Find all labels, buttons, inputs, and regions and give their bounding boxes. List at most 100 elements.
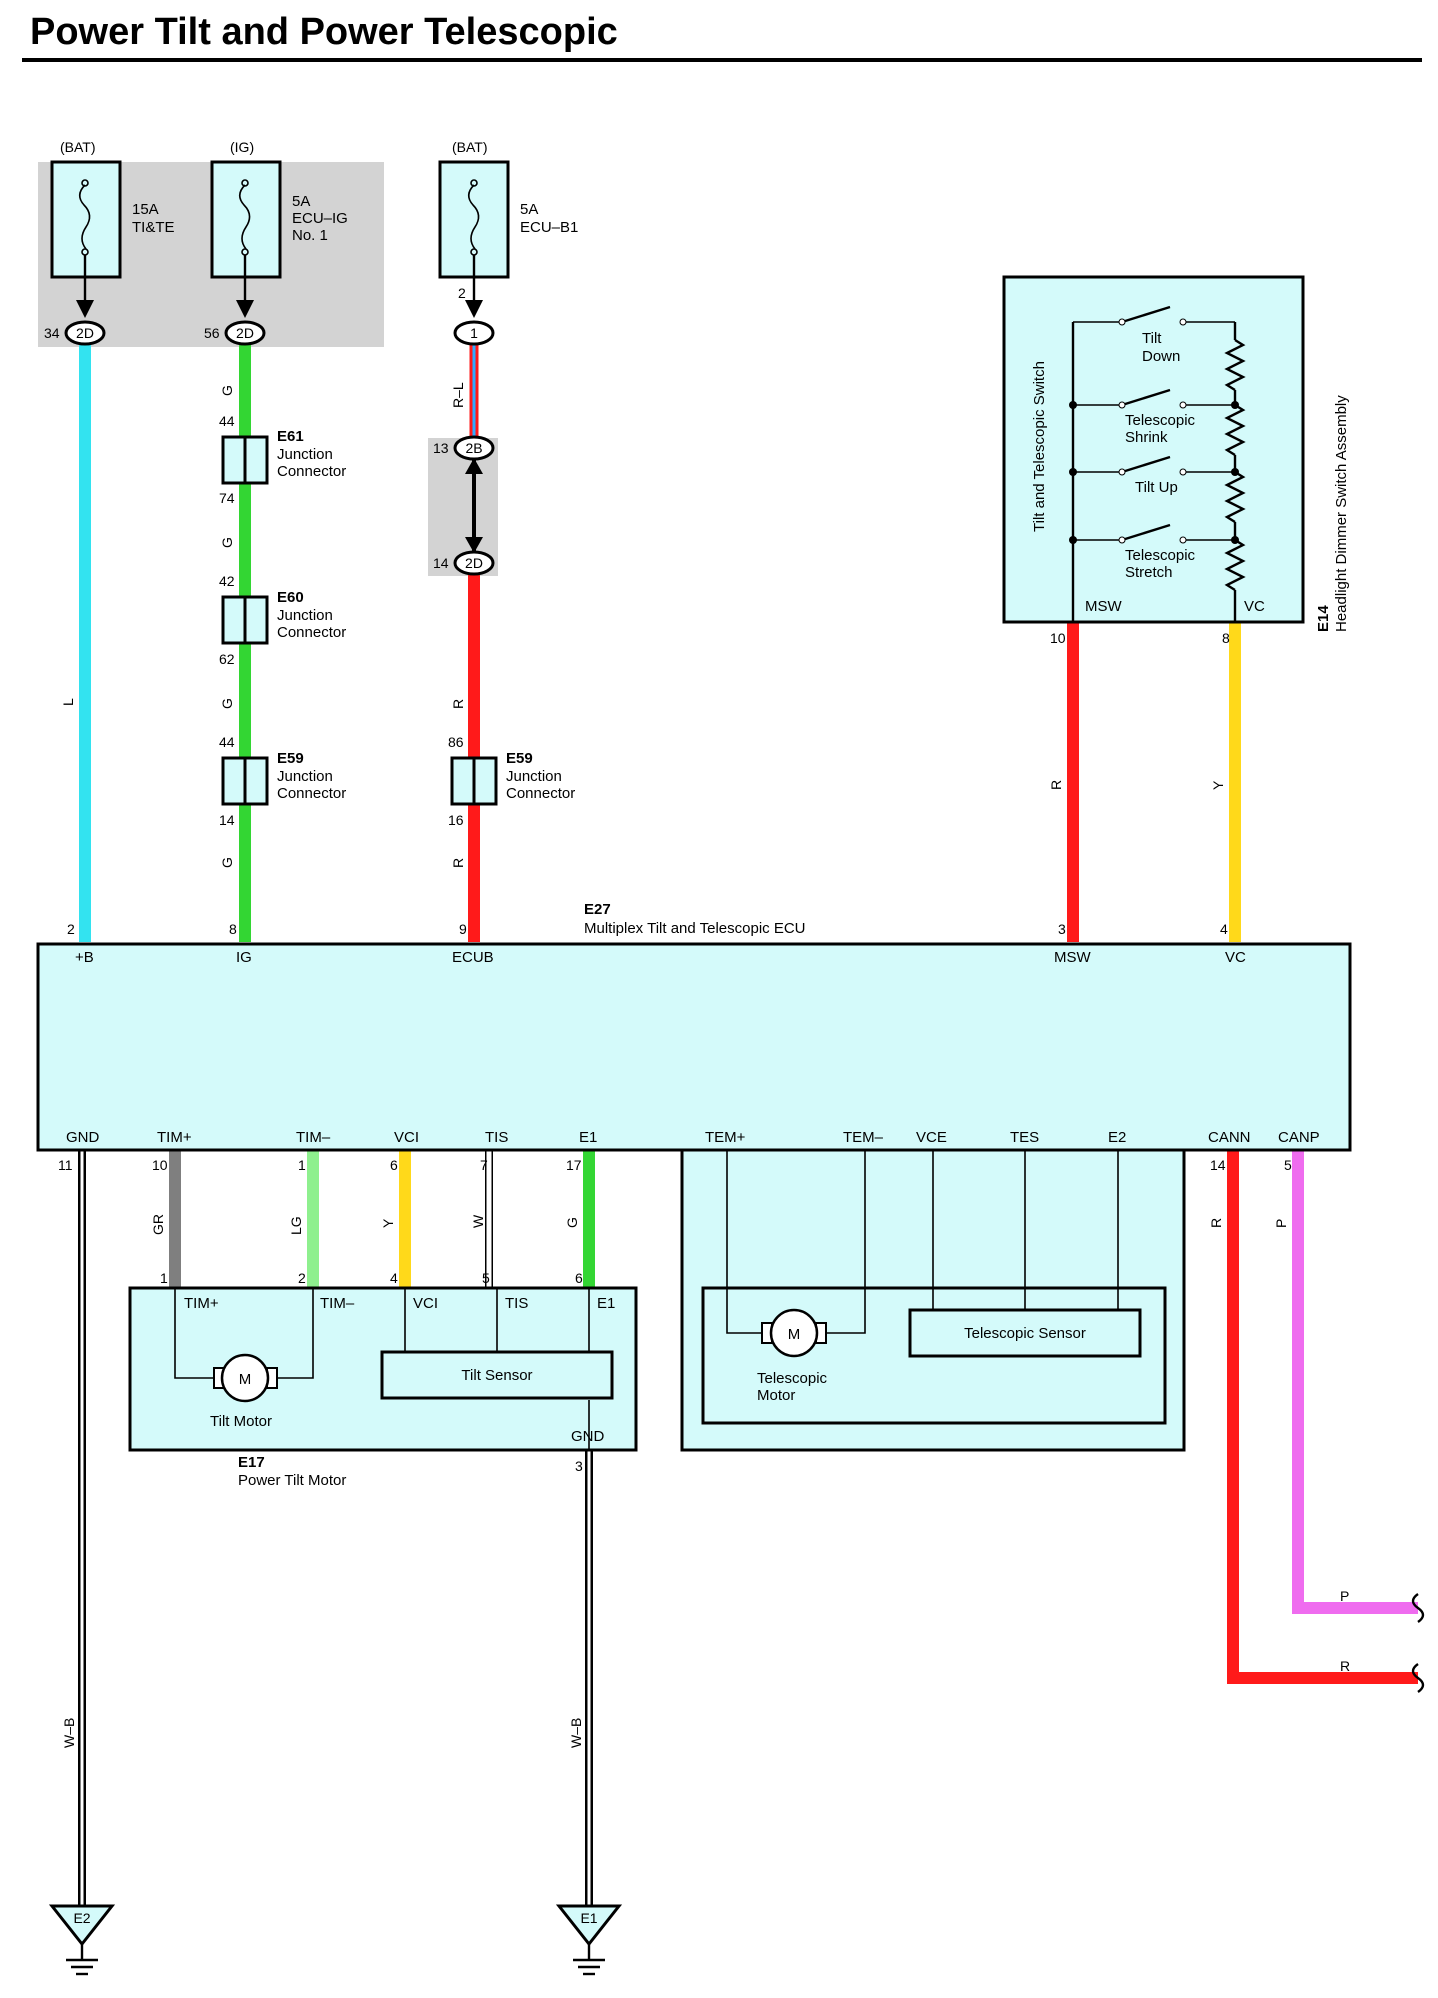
switch-label-shrink: Shrink xyxy=(1125,429,1168,446)
wire-label-g2: G xyxy=(219,537,235,548)
fuse-ecu-ig xyxy=(210,160,282,300)
tilt-pin-6: 6 xyxy=(575,1270,583,1286)
wire-label-p-canp: P xyxy=(1273,1219,1289,1228)
tilt-sensor-box xyxy=(380,1350,614,1400)
ecu-term-vce: VCE xyxy=(916,1129,947,1146)
wire-label-y-vc: Y xyxy=(1210,780,1226,790)
connector-oval-2d xyxy=(453,550,495,576)
wire-label-lg: LG xyxy=(288,1216,304,1235)
ecu-term-ig: IG xyxy=(236,949,252,966)
ecu-pin-3: 3 xyxy=(1058,921,1066,937)
junction-e59b-pin-bottom: 16 xyxy=(448,812,464,828)
ecu-pin-11: 11 xyxy=(58,1157,73,1173)
wire-break-p xyxy=(1411,1593,1425,1623)
wire-label-p-out: P xyxy=(1340,1588,1349,1604)
ecu-pin-17: 17 xyxy=(566,1157,582,1173)
ecu-term-tim-minus: TIM– xyxy=(296,1129,331,1146)
junction-e59b-pin-top: 86 xyxy=(448,734,464,750)
ground-e1-icon xyxy=(555,1904,623,1976)
ecu-term-cann: CANN xyxy=(1208,1129,1251,1146)
ecu-term-vci: VCI xyxy=(394,1129,419,1146)
junction-e59-b xyxy=(450,756,498,806)
fuse-1-source: (BAT) xyxy=(60,139,96,155)
arrow-3-icon xyxy=(465,300,483,318)
ecu-term-tis: TIS xyxy=(485,1129,508,1146)
ecu-pin-9: 9 xyxy=(459,921,467,937)
tele-motor-icon: M xyxy=(761,1308,827,1358)
wire-label-r-msw: R xyxy=(1048,780,1064,790)
ecu-term-tem-minus: TEM– xyxy=(843,1129,884,1146)
wire-label-rl: R–L xyxy=(450,382,466,408)
connector-3-pin: 2 xyxy=(458,285,466,301)
switch-term-vc: VC xyxy=(1244,598,1265,615)
connector-3-label: 1 xyxy=(470,325,478,341)
ecu-pin-6: 6 xyxy=(390,1157,398,1173)
ecu-id: E27 xyxy=(584,901,611,918)
junction-e60-label1: Junction xyxy=(277,607,333,624)
arrow-up-icon xyxy=(465,458,483,474)
switch-label-down: Down xyxy=(1142,348,1180,365)
connector-oval-3 xyxy=(453,320,495,346)
switch-label-tilt-up: Tilt Up xyxy=(1135,479,1178,496)
page-title: Power Tilt and Power Telescopic xyxy=(30,11,618,53)
fuse-ecu-b1 xyxy=(438,160,510,300)
svg-text:M: M xyxy=(788,1326,801,1343)
switch-assembly-id: E14 xyxy=(1315,605,1332,632)
ecu-term-msw: MSW xyxy=(1054,949,1092,966)
tele-sensor-box xyxy=(908,1308,1142,1358)
wire-label-r-cann: R xyxy=(1208,1218,1224,1228)
arrow-1-icon xyxy=(76,300,94,318)
tilt-motor-name: Power Tilt Motor xyxy=(238,1472,346,1489)
ecu-term-e1: E1 xyxy=(579,1129,597,1146)
connector-oval-1 xyxy=(64,320,106,346)
wire-label-wb2: W–B xyxy=(568,1718,584,1748)
tilt-term-e1: E1 xyxy=(597,1295,615,1312)
wire-p-canp xyxy=(1292,1150,1418,1614)
junction-e59b-id: E59 xyxy=(506,750,533,767)
connector-2-pin: 56 xyxy=(204,325,220,341)
ecu-term-canp: CANP xyxy=(1278,1129,1320,1146)
wire-label-w-tis: W xyxy=(470,1214,486,1228)
junction-e61 xyxy=(221,435,269,485)
wire-label-g3: G xyxy=(219,698,235,709)
junction-e60-pin-bottom: 62 xyxy=(219,651,235,667)
junction-e59a-label2: Connector xyxy=(277,785,346,802)
connector-2d-label: 2D xyxy=(465,555,483,571)
ground-e2-label: E2 xyxy=(73,1910,90,1926)
wire-break-r xyxy=(1411,1663,1425,1693)
junction-e59b-label1: Junction xyxy=(506,768,562,785)
wire-r-cann xyxy=(1227,1150,1418,1684)
ecu-term-tes: TES xyxy=(1010,1129,1039,1146)
ecu-term-b: +B xyxy=(75,949,94,966)
tele-motor-label1: Telescopic xyxy=(757,1370,828,1387)
junction-e59a-label1: Junction xyxy=(277,768,333,785)
junction-e60-id: E60 xyxy=(277,589,304,606)
switch-pin-10: 10 xyxy=(1050,630,1066,646)
junction-e59-a xyxy=(221,756,269,806)
tilt-sensor-label: Tilt Sensor xyxy=(461,1367,532,1384)
tilt-term-gnd: GND xyxy=(571,1428,605,1445)
tilt-pin-1: 1 xyxy=(160,1270,168,1286)
ecu-pin-2: 2 xyxy=(67,921,75,937)
switch-term-msw: MSW xyxy=(1085,598,1123,615)
fuse-3-rating: 5A xyxy=(520,201,538,218)
tilt-term-vci: VCI xyxy=(413,1295,438,1312)
switch-label-telescopic2: Telescopic xyxy=(1125,547,1196,564)
tilt-motor-label: Tilt Motor xyxy=(210,1413,272,1430)
connector-2b-pin: 13 xyxy=(433,440,449,456)
ecu-pin-1: 1 xyxy=(298,1157,306,1173)
wire-label-r2: R xyxy=(450,858,466,868)
ground-e2-icon xyxy=(48,1904,116,1976)
arrow-2-icon xyxy=(236,300,254,318)
connector-oval-2b xyxy=(453,435,495,461)
tilt-motor-circuit xyxy=(174,1288,590,1450)
ecu-pin-5: 5 xyxy=(1284,1157,1292,1173)
connector-2d-pin: 14 xyxy=(433,555,449,571)
connector-1-pin: 34 xyxy=(44,325,60,341)
ecu-term-tem-plus: TEM+ xyxy=(705,1129,746,1146)
junction-e59b-label2: Connector xyxy=(506,785,575,802)
junction-e61-pin-top: 44 xyxy=(219,413,235,429)
tilt-term-tim-minus: TIM– xyxy=(320,1295,355,1312)
connector-oval-2 xyxy=(224,320,266,346)
